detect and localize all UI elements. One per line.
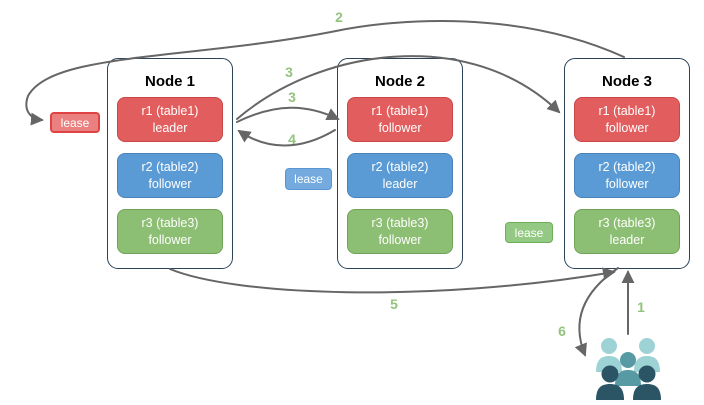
replica-name: r1 (table1) [598,104,656,119]
replica-role: follower [605,120,649,135]
replica-name: r3 (table3) [141,216,199,231]
step-label-2: 2 [335,9,343,25]
node-2-replica-r1: r1 (table1) follower [347,97,453,142]
node-3: Node 3 r1 (table1) follower r2 (table2) … [564,58,690,269]
replica-role: follower [148,232,192,247]
node-2-replica-r2: r2 (table2) leader [347,153,453,198]
arrow-step-5 [169,267,616,294]
replica-role: leader [609,232,645,247]
node-2-replica-r3: r3 (table3) follower [347,209,453,254]
replica-name: r3 (table3) [598,216,656,231]
node-3-replica-r1: r1 (table1) follower [574,97,680,142]
replica-role: follower [148,176,192,191]
step-label-3a: 3 [285,64,293,80]
replica-role: follower [605,176,649,191]
node-1: Node 1 r1 (table1) leader r2 (table2) fo… [107,58,233,269]
replica-name: r1 (table1) [371,104,429,119]
node-3-replica-r3: r3 (table3) leader [574,209,680,254]
node-2: Node 2 r1 (table1) follower r2 (table2) … [337,58,463,269]
step-label-5: 5 [390,296,398,312]
replica-name: r2 (table2) [598,160,656,175]
replica-role: leader [152,120,188,135]
node-3-replica-r2: r2 (table2) follower [574,153,680,198]
node-1-replica-r3: r3 (table3) follower [117,209,223,254]
node-2-title: Node 2 [374,73,425,90]
node-1-replica-r1: r1 (table1) leader [117,97,223,142]
step-label-4: 4 [288,131,296,147]
lease-badge-red: lease [50,112,100,133]
node-1-title: Node 1 [144,73,195,90]
replica-role: leader [382,176,418,191]
replica-name: r2 (table2) [141,160,199,175]
step-label-3b: 3 [288,89,296,105]
step-label-6: 6 [558,323,566,339]
step-label-1: 1 [637,299,645,315]
replica-name: r3 (table3) [371,216,429,231]
arrow-step-3-to-node2 [236,106,340,123]
replica-role: follower [378,232,422,247]
replica-name: r1 (table1) [141,104,199,119]
node-3-title: Node 3 [601,73,652,90]
users-icon [596,338,661,400]
node-1-replica-r2: r2 (table2) follower [117,153,223,198]
replica-role: follower [378,120,422,135]
lease-badge-green: lease [505,222,553,243]
replica-name: r2 (table2) [371,160,429,175]
lease-badge-blue: lease [285,168,332,190]
